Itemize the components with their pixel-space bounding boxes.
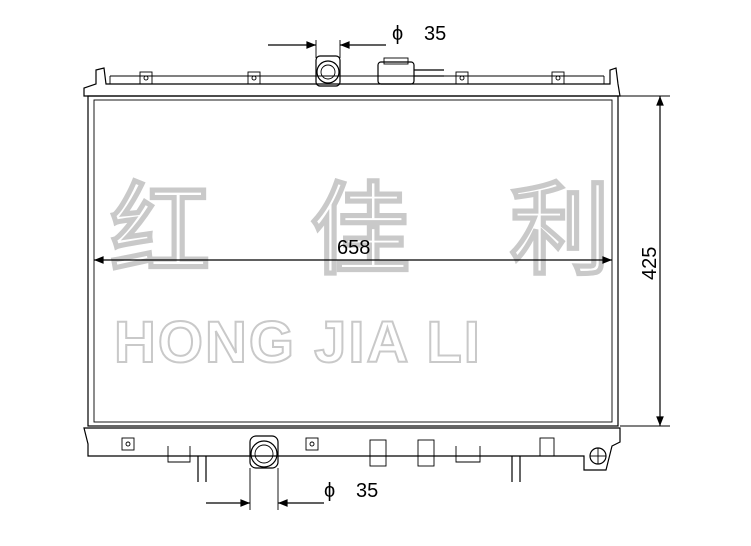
watermark-english: HONG JIA LI: [114, 310, 482, 375]
top-pipe-phi-symbol: ϕ: [392, 23, 403, 45]
bottom-pipe-value: 35: [356, 480, 378, 502]
watermark-char-1: 红: [110, 172, 210, 289]
height-dimension: 425: [620, 95, 670, 427]
bottom-pipe-phi-symbol: ϕ: [324, 480, 335, 502]
watermark: 红 佳 利 HONG JIA LI: [109, 171, 611, 376]
top-inlet-pipe: [315, 55, 341, 87]
top-pipe-value: 35: [424, 23, 446, 45]
width-dimension-label: 658: [337, 237, 370, 259]
height-dimension-label: 425: [639, 247, 661, 280]
watermark-char-2: 佳: [310, 172, 410, 289]
width-dimension: 658: [94, 237, 613, 264]
bottom-tank: [83, 427, 621, 482]
filler-neck: [377, 57, 444, 85]
top-tank: [83, 67, 621, 97]
watermark-char-3: 利: [510, 172, 610, 289]
drain-plug: [589, 447, 607, 465]
bottom-pipe-dimension: ϕ 35: [206, 468, 378, 510]
top-pipe-dimension: ϕ 35: [268, 23, 446, 58]
bottom-outlet-pipe: [249, 435, 279, 469]
